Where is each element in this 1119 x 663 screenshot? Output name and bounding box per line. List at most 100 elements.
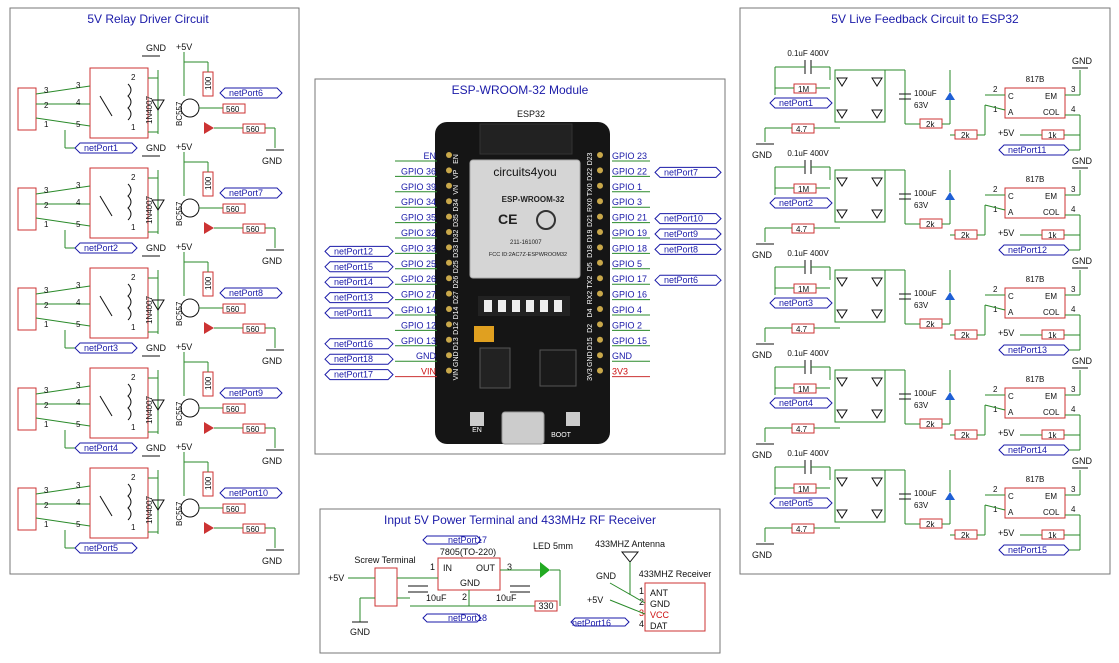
cap-100-label: 100uF [914,489,937,498]
esp-right-silk: D23 [587,152,594,165]
esp-left-silk: VN [453,185,460,195]
pin-num-3: 2 [131,373,136,382]
output-port: netPort8 [229,288,263,298]
esp-right-label: GPIO 5 [612,259,642,269]
fb-output-port-tag [998,344,1070,356]
relay-wire [35,385,91,395]
opto-vcc: +5V [998,228,1014,238]
opto-em: EM [1045,292,1057,301]
r-2k-a-label: 2k [926,120,935,129]
cap-x-label: 0.1uF 400V [787,249,829,258]
bridge-frame [834,69,886,123]
esp-right-pad [597,336,603,343]
input-port: netPort4 [84,443,118,453]
esp-right-silk: D21 [587,214,594,227]
bridge-diode [836,377,848,387]
relay-wire [35,217,91,227]
relay-coil [127,483,132,521]
opto-col: COL [1043,208,1060,217]
status-led [204,522,214,534]
esp-left-silk: GND [453,351,460,367]
fb-output-port: netPort11 [1008,145,1046,155]
fb-input-port: netPort3 [779,298,813,308]
esp-right-silk: D2 [587,324,594,333]
opto-em: EM [1045,392,1057,401]
r-2k-b-label: 2k [961,131,970,140]
reg-pin2: 2 [462,592,467,602]
r-base-label: 100 [204,276,213,290]
r-2k-a-label: 2k [926,320,935,329]
esp-right-label: GPIO 22 [612,166,647,176]
output-port-tag [219,387,283,399]
r-ind-label: 560 [226,305,240,314]
esp-left-silk: D13 [453,337,460,350]
cap-100-label: 100uF [914,189,937,198]
fb-input-port-tag [769,97,833,109]
esp-right-label: GPIO 23 [612,151,647,161]
opto-label: 817B [1026,375,1045,384]
diode-1n4007 [151,499,165,511]
input-port-tag [74,342,138,354]
wroom-shield [469,159,581,279]
r-1m-label: 1M [798,285,809,294]
esp-left-port-tag [324,292,394,304]
esp-right-label: GPIO 18 [612,243,647,253]
relay-wire [35,485,91,495]
opto-pin4: 4 [1071,405,1076,414]
regulator-chip [479,347,511,389]
opto-a: A [1008,508,1014,517]
rx-num-4: 4 [639,619,644,629]
terminal-block [17,87,37,131]
opto-col: COL [1043,508,1060,517]
cap-100-label: 100uF [914,389,937,398]
opto-a: A [1008,108,1014,117]
rx-pin-ant: ANT [650,588,669,598]
opto-pin4: 4 [1071,205,1076,214]
r-2k-a-label: 2k [926,220,935,229]
rx-pin-vcc: VCC [650,610,670,620]
cap-63v-label: 63V [914,401,929,410]
esp-right-silk: D5 [587,262,594,271]
diode-label: 1N4007 [145,195,154,224]
pin-num-3: 2 [131,173,136,182]
bridge-diode [871,309,883,319]
r-2k-b-label: 2k [961,231,970,240]
r-2k-b-label: 2k [961,531,970,540]
bridge-diode [871,377,883,387]
relay-gnd: GND [146,243,167,253]
fb-output-port: netPort13 [1008,345,1047,355]
feedback-panel [739,7,1111,575]
esp-right-label: GPIO 15 [612,336,647,346]
status-led [204,222,214,234]
r-base-label: 100 [204,176,213,190]
relay-vcc: +5V [176,42,192,52]
esp-right-port: netPort8 [664,244,698,254]
esp-left-pad [446,244,452,251]
relay-gnd: GND [146,443,167,453]
bridge-diode [836,109,848,119]
opto-c: C [1008,392,1014,401]
input-port: netPort1 [84,143,118,153]
cap-x-label: 0.1uF 400V [787,49,829,58]
opto-col: COL [1043,108,1060,117]
terminal-block [17,187,37,231]
opto-a: A [1008,308,1014,317]
fb-output-port-tag [998,444,1070,456]
input-port: netPort5 [84,543,118,553]
bridge-diode [871,109,883,119]
pin-num-0: 3 [76,81,81,90]
relay-wire [35,417,91,427]
r-1m-label: 1M [798,185,809,194]
r-led-label: 560 [246,425,260,434]
relay-wire [35,185,91,195]
bridge-diode [871,509,883,519]
opto-c: C [1008,92,1014,101]
esp-right-label: 3V3 [612,367,628,377]
pin-num-6: 2 [44,201,49,210]
esp-left-pad [446,321,452,328]
opto-gnd: GND [1072,456,1093,466]
bridge-frame [834,469,886,523]
pin-num-7: 1 [44,120,49,129]
opto-817b [1004,387,1066,419]
pin-num-4: 1 [131,223,136,232]
